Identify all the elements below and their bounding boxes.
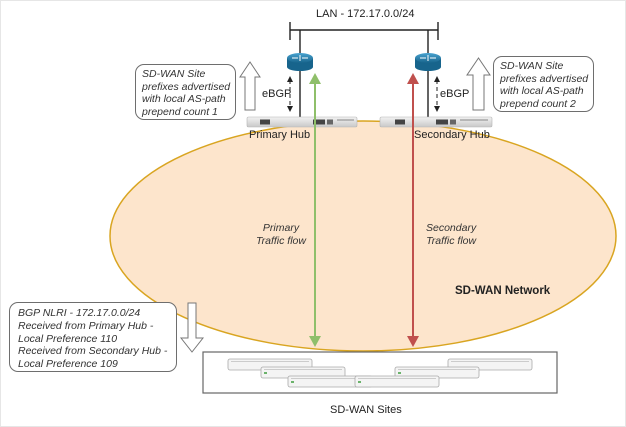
flow-label-line: Traffic flow	[256, 235, 306, 247]
secondary-ebgp-arrow	[434, 76, 440, 112]
secondary-flow-label: Secondary Traffic flow	[426, 222, 476, 248]
callout-line: with local AS-path	[500, 85, 584, 97]
site-device	[287, 375, 373, 388]
bgp-nlri-callout: BGP NLRI - 172.17.0.0/24 Received from P…	[9, 302, 177, 372]
callout-line: prefixes advertised	[500, 72, 589, 85]
secondary-hub-appliance	[379, 116, 493, 128]
sdwan-network-cloud	[109, 120, 617, 352]
site-device	[354, 375, 440, 388]
primary-hub-appliance	[246, 116, 358, 128]
primary-ebgp-arrow	[287, 76, 293, 112]
callout-line: Local Preference 110	[18, 332, 118, 345]
flow-label-line: Traffic flow	[426, 235, 477, 247]
lan-label: LAN - 172.17.0.0/24	[316, 8, 415, 20]
callout-line: SD-WAN Site	[142, 68, 206, 80]
primary-ebgp-label: eBGP	[262, 88, 292, 100]
sdwan-network-label: SD-WAN Network	[455, 285, 551, 297]
callout-line: SD-WAN Site	[500, 60, 564, 72]
callout-line: prepend count 1	[142, 105, 218, 118]
advertise-up-arrow-secondary	[466, 57, 491, 111]
callout-line: with local AS-path	[142, 93, 226, 105]
lan-segment	[289, 22, 439, 57]
callout-line: Received from Primary Hub -	[18, 319, 154, 332]
secondary-ebgp-label: eBGP	[440, 88, 470, 100]
sdwan-site-devices	[227, 358, 533, 388]
secondary-traffic-flow-arrow	[407, 73, 419, 347]
callout-line: prefixes advertised	[142, 80, 231, 93]
primary-advertise-callout: SD-WAN Site prefixes advertised with loc…	[135, 64, 236, 120]
sdwan-sites-label: SD-WAN Sites	[330, 404, 402, 416]
secondary-hub-label: Secondary Hub	[414, 129, 490, 141]
site-device	[260, 366, 346, 379]
flow-label-line: Secondary	[426, 222, 477, 234]
primary-traffic-flow-arrow	[309, 73, 321, 347]
primary-flow-label: Primary Traffic flow	[256, 222, 306, 248]
primary-hub-label: Primary Hub	[249, 129, 311, 141]
callout-line: prepend count 2	[500, 97, 576, 110]
advertise-up-arrow-primary	[239, 61, 261, 111]
callout-line: BGP NLRI - 172.17.0.0/24	[18, 307, 141, 319]
callout-line: Local Preference 109	[18, 358, 118, 371]
secondary-advertise-callout: SD-WAN Site prefixes advertised with loc…	[493, 56, 594, 112]
flow-label-line: Primary	[262, 222, 300, 234]
secondary-router-icon	[415, 53, 441, 71]
nlri-down-arrow	[179, 302, 205, 353]
primary-router-icon	[287, 53, 313, 71]
callout-line: Received from Secondary Hub -	[18, 345, 168, 358]
